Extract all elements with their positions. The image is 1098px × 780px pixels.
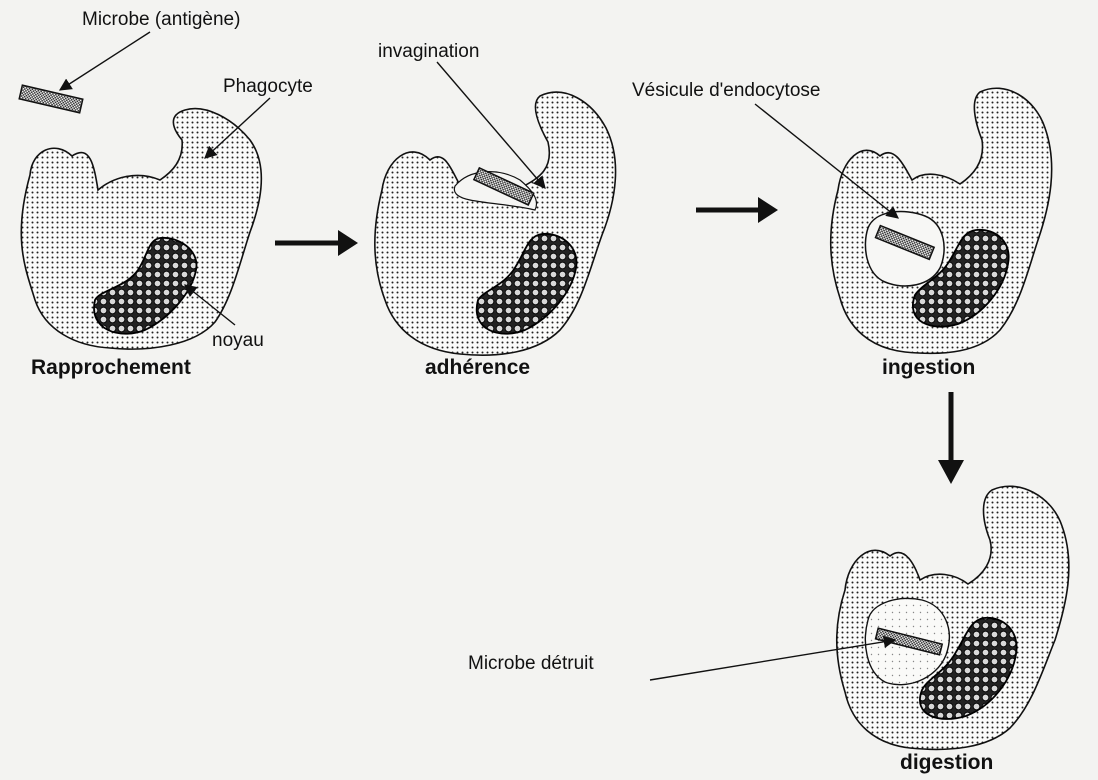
step-label-rapprochement: Rapprochement xyxy=(31,357,191,378)
cell-ingestion xyxy=(831,88,1052,353)
leader-microbe xyxy=(60,32,150,90)
cell-adherence xyxy=(375,92,616,355)
step-label-ingestion: ingestion xyxy=(882,357,975,378)
leader-invagination xyxy=(437,62,545,188)
label-microbe-antigen: Microbe (antigène) xyxy=(82,10,240,29)
label-invagination: invagination xyxy=(378,42,479,61)
step-label-digestion: digestion xyxy=(900,752,993,773)
cell-rapprochement xyxy=(21,109,261,349)
step-label-adherence: adhérence xyxy=(425,357,530,378)
microbe-rod xyxy=(19,85,83,113)
cell-digestion xyxy=(837,486,1069,749)
label-noyau: noyau xyxy=(212,331,264,350)
label-vesicule-endocytose: Vésicule d'endocytose xyxy=(632,81,820,100)
label-phagocyte: Phagocyte xyxy=(223,77,313,96)
label-microbe-detruit: Microbe détruit xyxy=(468,654,594,673)
